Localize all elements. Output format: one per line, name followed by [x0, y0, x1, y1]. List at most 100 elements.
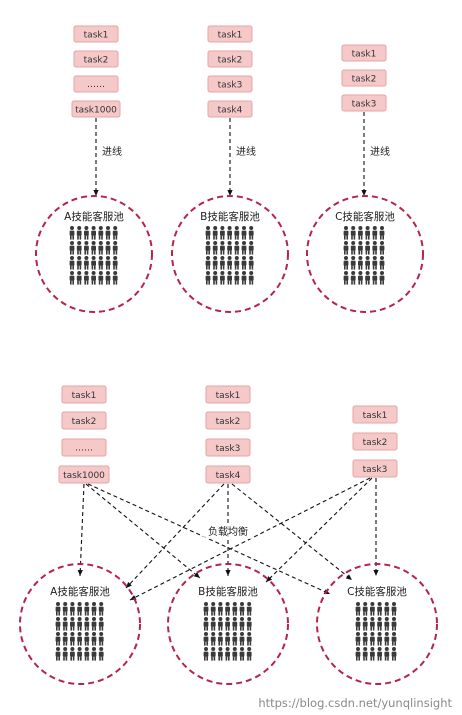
person-icon [70, 647, 75, 661]
person-icon [234, 271, 240, 285]
person-icon [246, 647, 252, 661]
pool-label: A技能客服池 [64, 210, 124, 223]
person-icon [210, 632, 216, 646]
task-box: …… [73, 75, 119, 93]
task-box: task1 [207, 25, 253, 43]
person-icon [105, 271, 111, 285]
person-icon [84, 602, 90, 616]
person-icon [343, 271, 349, 285]
person-icon [234, 226, 240, 240]
person-icon [365, 241, 370, 255]
task-label: task2 [363, 438, 388, 448]
person-icon [98, 241, 104, 255]
person-icon [343, 256, 349, 270]
person-icon [55, 602, 61, 616]
bottom-pool-a: A技能客服池 [19, 563, 141, 685]
person-icon [370, 602, 375, 616]
person-icon [343, 226, 349, 240]
task-box: task2 [352, 432, 398, 451]
person-icon [77, 632, 82, 646]
task-box: task2 [341, 69, 387, 87]
person-icon [365, 256, 370, 270]
person-icon [239, 632, 245, 646]
task-label: task3 [218, 81, 243, 91]
task-label: task3 [363, 465, 388, 475]
task-box: …… [61, 438, 107, 457]
person-icon [98, 632, 104, 646]
person-icon [350, 226, 356, 240]
person-icon [248, 271, 254, 285]
task-label: task2 [216, 417, 241, 427]
person-icon [91, 632, 97, 646]
person-icon [91, 241, 96, 255]
person-icon [91, 256, 96, 270]
person-icon [205, 256, 211, 270]
person-icon [227, 226, 232, 240]
person-icon [241, 271, 247, 285]
task-box: task3 [341, 94, 387, 112]
top-queue-a: task1 task2 …… task1000 [71, 25, 121, 118]
person-icon [205, 241, 211, 255]
person-icon [239, 602, 245, 616]
person-icon [372, 241, 378, 255]
person-icon [377, 632, 382, 646]
task-box: task3 [205, 438, 251, 457]
person-icon [76, 226, 82, 240]
top-queue-c: task1 task2 task3 [341, 44, 387, 112]
person-icon [227, 241, 232, 255]
person-icon [379, 241, 385, 255]
person-icon [365, 226, 370, 240]
person-icon [105, 241, 111, 255]
person-icon [210, 647, 216, 661]
person-icon [84, 632, 90, 646]
task-label: task1 [363, 411, 388, 421]
person-icon [377, 617, 382, 631]
task-box: task1 [352, 405, 398, 424]
person-icon [84, 256, 89, 270]
task-label: task4 [216, 471, 241, 481]
person-icon [105, 256, 111, 270]
person-icon [362, 617, 368, 631]
person-icon [203, 602, 209, 616]
person-icon [384, 647, 390, 661]
person-icon [112, 271, 118, 285]
task-box: task1 [73, 25, 119, 43]
connector-arrow [231, 483, 353, 581]
task-box: task4 [207, 100, 253, 118]
person-icon [55, 647, 61, 661]
person-icon [350, 256, 356, 270]
person-icon [76, 256, 82, 270]
task-box: task2 [61, 411, 107, 430]
person-icon [232, 647, 238, 661]
person-icon [362, 632, 368, 646]
person-icon [234, 241, 240, 255]
person-icon [370, 647, 375, 661]
person-icon [91, 271, 96, 285]
person-icon [70, 632, 75, 646]
person-icon [379, 271, 385, 285]
person-icon [205, 271, 211, 285]
person-icon [239, 647, 245, 661]
top-pool-a: A技能客服池 [35, 195, 153, 313]
top-pool-c: C技能客服池 [306, 195, 424, 313]
person-icon [377, 647, 382, 661]
person-icon [362, 647, 368, 661]
person-icon [370, 617, 375, 631]
task-label: task2 [352, 75, 377, 85]
person-icon [241, 226, 247, 240]
task-label: …… [75, 444, 93, 454]
person-icon [112, 256, 118, 270]
person-icon [365, 271, 370, 285]
pool-label: C技能客服池 [347, 585, 407, 598]
bottom-pool-b: B技能客服池 [167, 563, 289, 685]
person-icon [77, 602, 82, 616]
person-icon [372, 271, 378, 285]
person-icon [232, 602, 238, 616]
person-icon [350, 271, 356, 285]
person-icon [343, 241, 349, 255]
person-icon [62, 602, 68, 616]
person-icon [220, 271, 225, 285]
person-icon [225, 617, 230, 631]
person-icon [212, 226, 218, 240]
person-icon [355, 647, 361, 661]
